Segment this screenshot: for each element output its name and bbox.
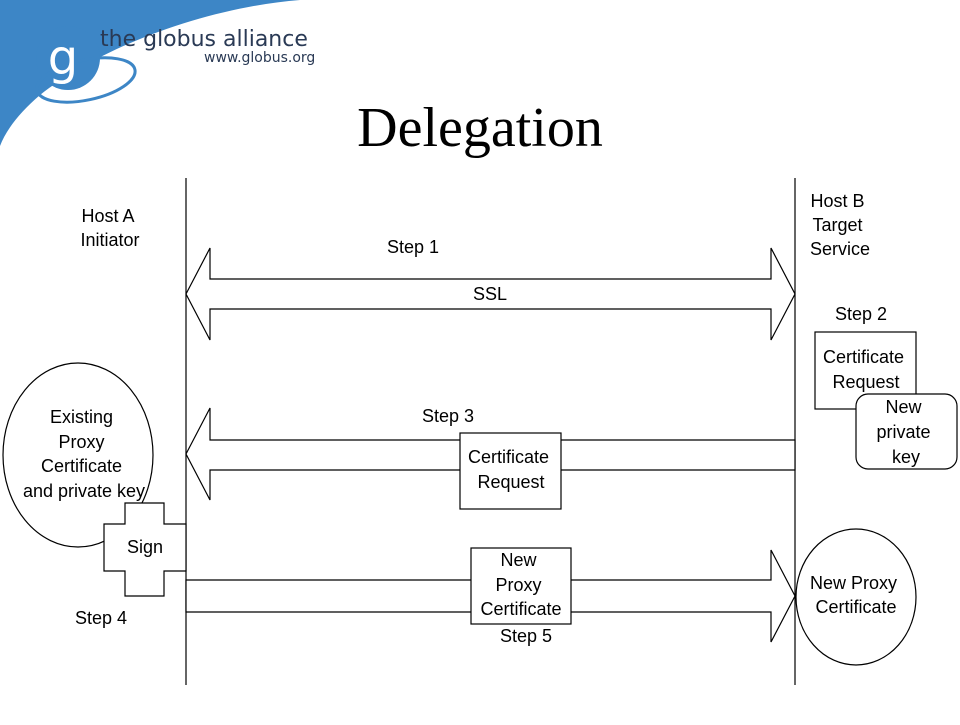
host-a-label: Host A Initiator <box>80 206 139 250</box>
logo-ring <box>35 56 137 104</box>
logo-letter: g <box>48 30 78 86</box>
existing-proxy-ellipse <box>2 362 154 548</box>
new-private-key-text: New private key <box>876 397 935 467</box>
logo-brand-text: the globus alliance <box>100 27 308 52</box>
step1-label: Step 1 <box>387 237 439 257</box>
step4-label: Step 4 <box>75 608 127 628</box>
existing-proxy-text: Existing Proxy Certificate and private k… <box>23 407 145 501</box>
cert-request-mid-text: Certificate Request <box>468 447 554 492</box>
cert-request-box-mid <box>459 432 562 510</box>
new-proxy-b-text: New Proxy Certificate <box>810 573 902 617</box>
new-proxy-ellipse-b <box>795 528 917 666</box>
page-title: Delegation <box>357 97 603 159</box>
logo-circle <box>36 26 100 90</box>
step3-label: Step 3 <box>422 406 474 426</box>
logo-url-text: www.globus.org <box>204 50 315 66</box>
step5-label: Step 5 <box>500 626 552 646</box>
ssl-label: SSL <box>473 284 507 304</box>
sign-cross-shape <box>103 502 187 597</box>
sign-label: Sign <box>127 537 163 557</box>
cert-request-b-text: Certificate Request <box>823 347 909 392</box>
new-proxy-box-mid <box>470 547 572 625</box>
new-proxy-mid-text: New Proxy Certificate <box>480 550 561 619</box>
step2-label: Step 2 <box>835 304 887 324</box>
new-private-key-box <box>855 393 958 470</box>
host-b-label: Host B Target Service <box>810 191 870 259</box>
ssl-double-arrow <box>185 247 796 341</box>
